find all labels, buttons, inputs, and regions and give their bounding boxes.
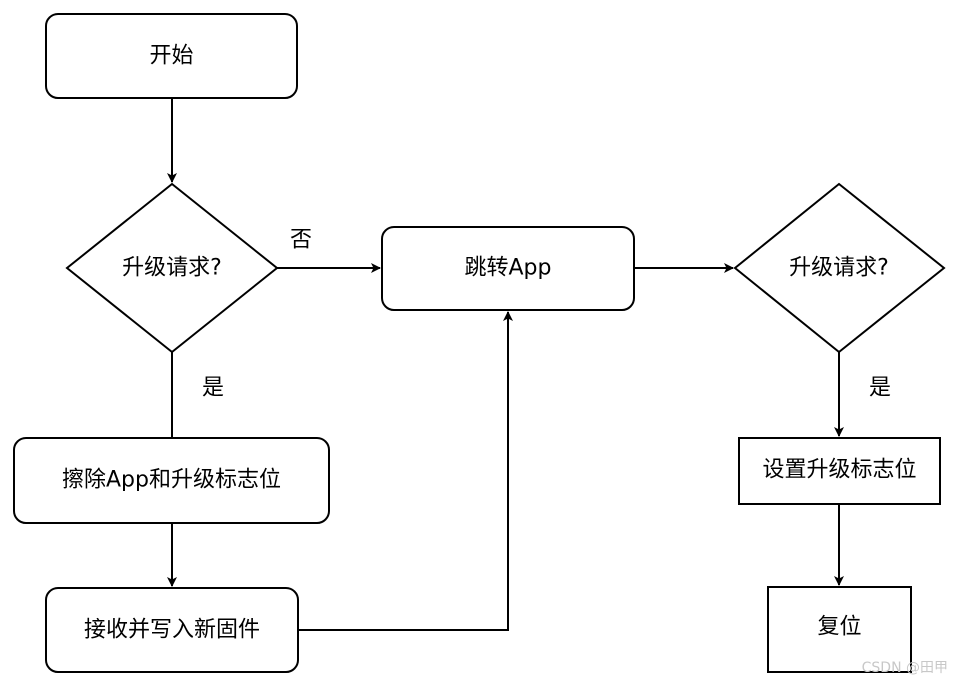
node-jump: 跳转App: [381, 226, 635, 311]
node-decision2: 升级请求?: [733, 182, 946, 354]
watermark-text: CSDN @田甲: [862, 660, 948, 676]
node-receive-label: 接收并写入新固件: [84, 618, 260, 643]
node-decision1-label: 升级请求?: [122, 256, 222, 281]
edge-receive-to-jump: [298, 311, 513, 631]
node-set-flag-label: 设置升级标志位: [762, 458, 916, 483]
node-start-label: 开始: [149, 44, 193, 69]
node-erase: 擦除App和升级标志位: [13, 437, 330, 524]
node-decision2-label: 升级请求?: [789, 256, 889, 281]
edge-label-no: 否: [290, 228, 312, 253]
node-erase-label: 擦除App和升级标志位: [62, 468, 281, 493]
node-decision1: 升级请求?: [65, 182, 279, 354]
node-receive: 接收并写入新固件: [45, 587, 299, 673]
node-start: 开始: [45, 13, 298, 99]
node-reset-label: 复位: [817, 615, 861, 640]
edge-label-yes-right: 是: [869, 376, 891, 401]
edges: [167, 98, 844, 631]
node-set-flag: 设置升级标志位: [738, 437, 941, 505]
node-reset: 复位: [767, 586, 912, 673]
edge-label-yes-left: 是: [202, 376, 224, 401]
node-jump-label: 跳转App: [465, 256, 552, 281]
